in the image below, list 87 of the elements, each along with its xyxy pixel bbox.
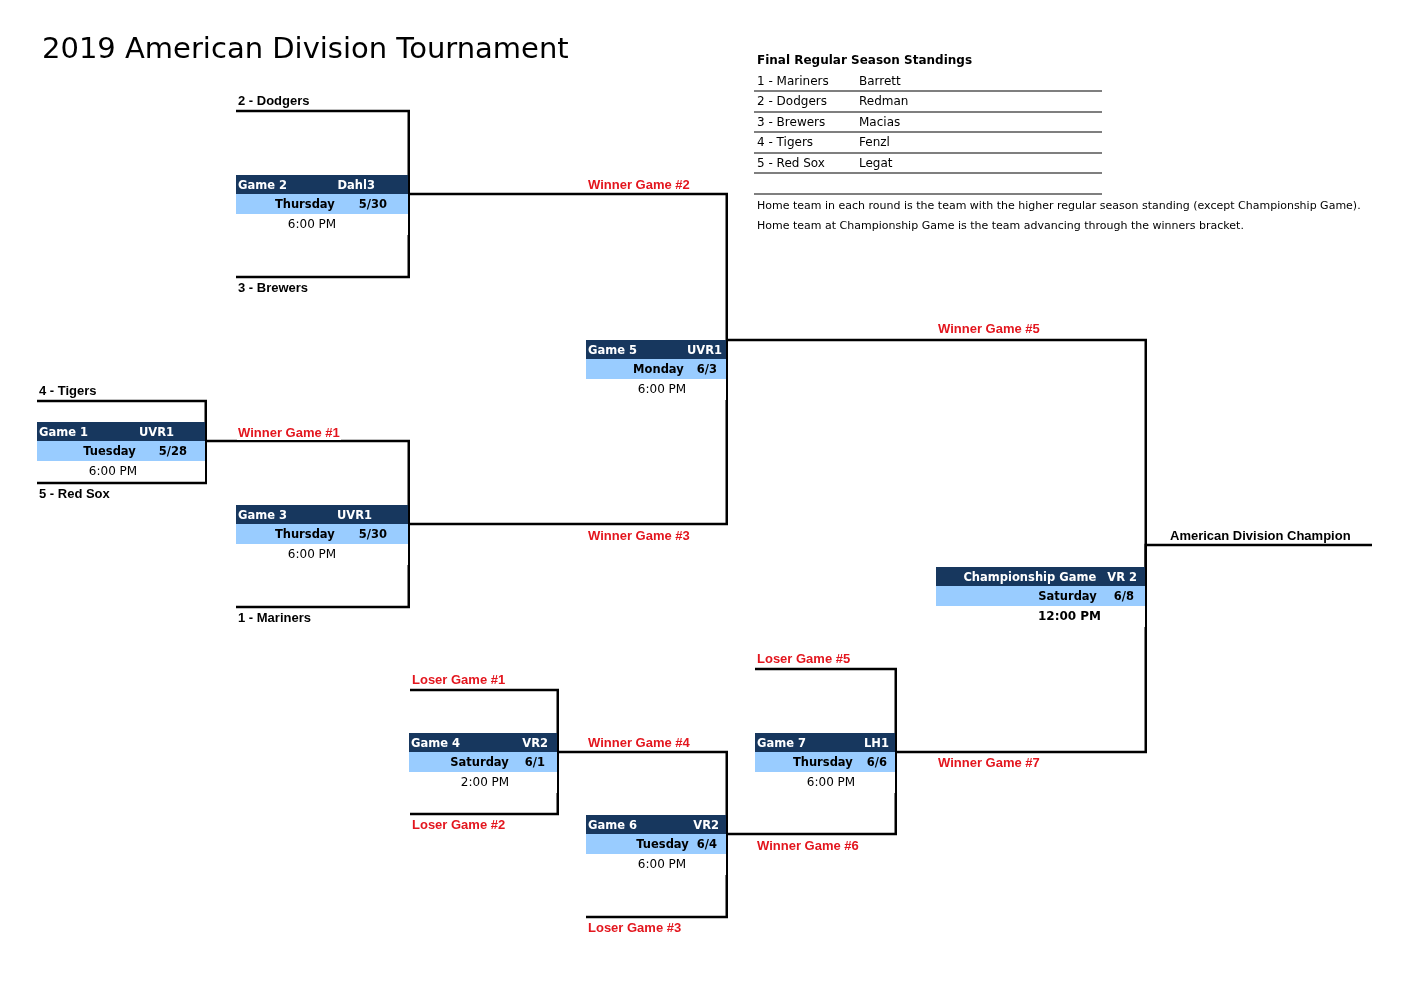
- game-date: 6/8: [1113, 589, 1134, 603]
- game-number: Game 7: [757, 735, 806, 750]
- game-card: [236, 505, 410, 565]
- game-date: 5/28: [158, 444, 187, 458]
- game-number: Championship Game: [963, 569, 1097, 584]
- field-code: Dahl3: [337, 177, 375, 192]
- game-day: Thursday: [274, 197, 335, 211]
- bracket-line: [408, 400, 728, 526]
- game-day: Tuesday: [83, 444, 136, 458]
- game-card: [37, 422, 207, 482]
- game-date: 6/1: [524, 755, 545, 769]
- standings-cell: Fenzl: [859, 135, 890, 150]
- game-date: 6/6: [866, 755, 887, 769]
- page-title: 2019 American Division Tournament: [42, 30, 569, 66]
- bracket-line: [408, 192, 728, 340]
- bracket-line: [205, 439, 410, 505]
- note-text: Home team at Championship Game is the team advancing through the winners bracket.: [757, 218, 1244, 233]
- game-day: Tuesday: [636, 837, 689, 851]
- game-number: Game 3: [238, 507, 287, 522]
- bracket-line: [557, 750, 728, 815]
- standings-cell: Barrett: [859, 73, 901, 89]
- game-date: 5/30: [358, 197, 387, 211]
- game-day: Saturday: [1038, 589, 1097, 603]
- bracket-line: [236, 235, 410, 279]
- game-day: Thursday: [274, 527, 335, 541]
- bracket-line: [236, 565, 410, 609]
- team-name: 2 - Dodgers: [236, 93, 310, 111]
- game-card: [755, 733, 897, 793]
- game-number: Game 6: [588, 817, 637, 832]
- game-date: 5/30: [358, 527, 387, 541]
- bracket-line: [410, 793, 559, 816]
- bracket-line: [37, 480, 207, 485]
- standings-heading: Final Regular Season Standings: [757, 52, 973, 68]
- standings-cell: 1 - Mariners: [757, 73, 829, 89]
- bracket-line: [1144, 543, 1372, 567]
- bracket-slot-label: Loser Game #5: [755, 651, 851, 669]
- standings-cell: 2 - Dodgers: [757, 94, 827, 109]
- game-date: 6/3: [696, 362, 717, 376]
- team-name: 3 - Brewers: [236, 277, 309, 295]
- game-time: 2:00 PM: [460, 775, 510, 789]
- standings-cell: 5 - Red Sox: [757, 155, 825, 171]
- team-name: 4 - Tigers: [37, 383, 97, 401]
- team-name: 1 - Mariners: [236, 607, 311, 625]
- game-day: Monday: [633, 362, 684, 376]
- field-code: UVR1: [336, 507, 372, 522]
- field-code: LH1: [864, 735, 889, 750]
- game-number: Game 5: [588, 342, 637, 357]
- game-card: [409, 733, 559, 793]
- bracket-slot-label: Loser Game #1: [410, 672, 506, 690]
- game-card: [236, 175, 410, 235]
- game-day: Saturday: [450, 755, 509, 769]
- bracket-line: [726, 793, 897, 836]
- game-time: 6:00 PM: [88, 464, 138, 478]
- game-date: 6/4: [696, 837, 717, 851]
- game-time: 6:00 PM: [637, 857, 687, 871]
- bracket-line: [236, 109, 410, 175]
- note-text: Home team in each round is the team with the higher regular season standing (except Championship Game).: [757, 198, 1361, 213]
- field-code: VR2: [693, 817, 719, 832]
- standings-cell: Redman: [859, 94, 909, 109]
- standings-cell: 4 - Tigers: [757, 135, 814, 150]
- game-card: [586, 815, 728, 875]
- bracket-slot-label: Loser Game #2: [410, 814, 506, 832]
- bracket-line: [410, 688, 559, 733]
- standings-cell: 3 - Brewers: [757, 114, 826, 130]
- bracket-slot-label: Loser Game #3: [586, 917, 682, 935]
- field-code: UVR1: [138, 424, 174, 439]
- game-card: [936, 567, 1147, 627]
- game-time: 6:00 PM: [287, 217, 337, 231]
- game-card: [586, 340, 728, 400]
- bracket-line: [755, 667, 897, 733]
- field-code: VR 2: [1107, 569, 1137, 584]
- bracket-line: [37, 399, 207, 422]
- game-time: 6:00 PM: [806, 775, 856, 789]
- bracket-line: [586, 875, 728, 919]
- game-time: 12:00 PM: [1037, 609, 1102, 623]
- standings-cell: Legat: [859, 155, 893, 171]
- field-code: UVR1: [686, 342, 722, 357]
- game-number: Game 1: [39, 424, 88, 439]
- standings-cell: Macias: [859, 114, 901, 130]
- game-number: Game 2: [238, 177, 287, 192]
- game-day: Thursday: [792, 755, 853, 769]
- game-number: Game 4: [411, 735, 460, 750]
- field-code: VR2: [522, 735, 548, 750]
- bracket-line: [895, 627, 1147, 754]
- game-time: 6:00 PM: [287, 547, 337, 561]
- game-time: 6:00 PM: [637, 382, 687, 396]
- team-name: 5 - Red Sox: [37, 483, 110, 501]
